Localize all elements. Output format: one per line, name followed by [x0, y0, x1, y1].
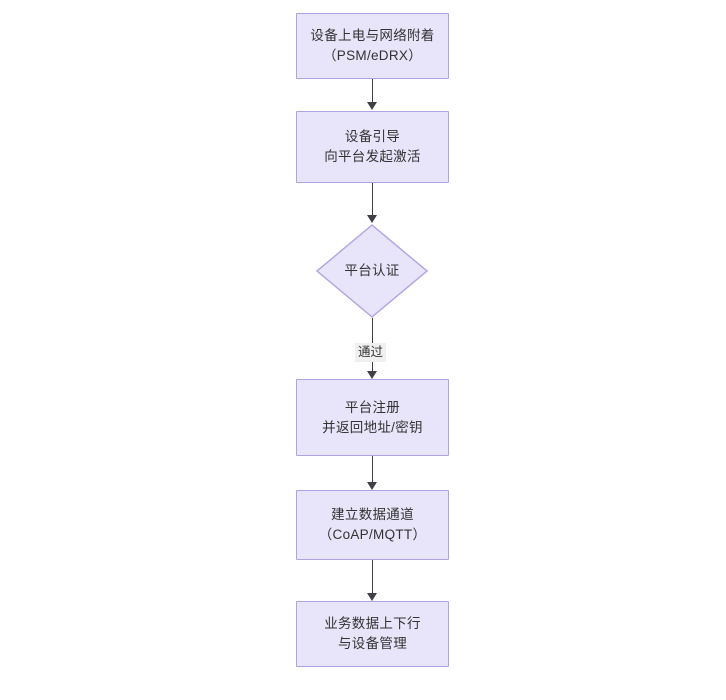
node-text-line-1: 设备引导 [344, 129, 401, 144]
flow-node-business-data[interactable]: 业务数据上下行 与设备管理 [296, 601, 449, 667]
arrowhead-n4-n5-icon [367, 482, 378, 490]
node-text-line-2: （CoAP/MQTT） [318, 527, 427, 542]
node-text-line-1: 平台认证 [344, 263, 400, 278]
node-text-line-1: 建立数据通道 [331, 507, 414, 522]
arrowhead-n1-n2-icon [367, 102, 378, 110]
arrowhead-n2-n3-icon [367, 215, 378, 223]
flow-node-platform-registration[interactable]: 平台注册 并返回地址/密钥 [296, 379, 449, 456]
node-text-line-2: 向平台发起激活 [324, 149, 421, 164]
flow-edge-n2-n3 [371, 183, 373, 216]
node-text-line-1: 业务数据上下行 [324, 616, 421, 631]
flow-edge-n5-n6 [371, 560, 373, 596]
flow-edge-n1-n2 [371, 79, 373, 104]
flow-node-platform-authentication[interactable]: 平台认证 [316, 224, 428, 318]
arrowhead-n5-n6-icon [367, 593, 378, 601]
flow-node-data-channel[interactable]: 建立数据通道 （CoAP/MQTT） [296, 490, 449, 560]
flow-edge-n4-n5 [371, 456, 373, 485]
node-text-line-2: （PSM/eDRX） [322, 48, 423, 63]
node-text-line-2: 并返回地址/密钥 [322, 419, 423, 435]
node-text-line-1: 设备上电与网络附着 [310, 28, 435, 43]
flow-node-device-power-on[interactable]: 设备上电与网络附着 （PSM/eDRX） [296, 13, 449, 79]
arrowhead-n3-n4-icon [367, 371, 378, 379]
node-text-line-2: 与设备管理 [338, 636, 407, 651]
flow-edge-label-pass: 通过 [355, 343, 387, 362]
node-text-line-1: 平台注册 [344, 399, 401, 415]
flow-node-device-bootstrap[interactable]: 设备引导 向平台发起激活 [296, 111, 449, 183]
